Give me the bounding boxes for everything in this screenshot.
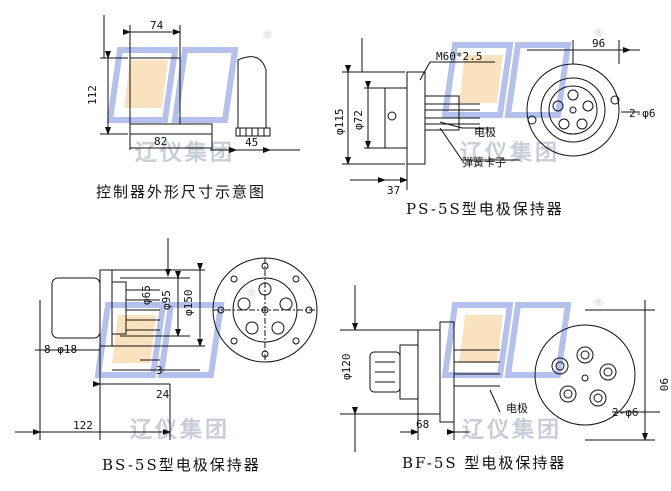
caption-bs5s: BS-5S型电极保持器 bbox=[102, 456, 261, 474]
watermark-logo-1: ® bbox=[106, 28, 273, 123]
dim-height: 112 bbox=[86, 85, 99, 105]
dim-d1: φ95 bbox=[160, 290, 173, 310]
dim-right-width: 45 bbox=[245, 136, 258, 149]
caption-bf5s: BF-5S 型电极保持器 bbox=[402, 454, 566, 472]
watermark-text: 辽仪集团 bbox=[135, 140, 235, 166]
dim-length: 68 bbox=[416, 418, 429, 431]
dim-dia: φ120 bbox=[340, 354, 353, 381]
dim-base-width: 82 bbox=[154, 135, 167, 148]
terminal-block bbox=[235, 127, 271, 137]
caption-controller: 控制器外形尺寸示意图 bbox=[96, 183, 266, 201]
bs-cable-cap bbox=[51, 277, 101, 339]
dim-dia-outer: φ115 bbox=[333, 109, 346, 136]
dim-flange: 96 bbox=[592, 37, 605, 50]
watermark-text: 辽仪集团 bbox=[460, 140, 560, 166]
caption-ps5s: PS-5S型电极保持器 bbox=[406, 200, 564, 218]
dim-width-top: 74 bbox=[150, 19, 164, 32]
dim-holes: 2-φ6 bbox=[629, 107, 656, 120]
callout-electrode: 电极 bbox=[474, 125, 496, 139]
bf-flange bbox=[439, 321, 455, 423]
controller-base bbox=[129, 123, 213, 135]
dim-depth: 37 bbox=[387, 184, 400, 197]
dim-flange: 90 bbox=[657, 378, 670, 391]
registered-mark: ® bbox=[262, 28, 273, 41]
bs-body bbox=[111, 281, 127, 335]
registered-mark: ® bbox=[593, 296, 604, 309]
watermark-logo-4: ® bbox=[441, 296, 604, 378]
dim-gap: 3 bbox=[156, 364, 163, 377]
panel-bf5s bbox=[340, 285, 660, 452]
watermark-logo-2: ® bbox=[441, 26, 604, 118]
dim-thread: M60*2.5 bbox=[436, 50, 482, 63]
dim-d3: φ65 bbox=[140, 285, 153, 305]
dim-thick: 24 bbox=[156, 388, 170, 401]
watermark-text: 辽仪集团 bbox=[130, 417, 230, 443]
panel-bs5s bbox=[15, 238, 318, 440]
controller-cap bbox=[237, 56, 267, 129]
dim-dia-inner: φ72 bbox=[352, 110, 365, 130]
ps-body bbox=[406, 71, 426, 165]
bf-body bbox=[417, 329, 441, 415]
ps-electrode-housing bbox=[424, 95, 460, 131]
bf-end-flange bbox=[534, 324, 636, 426]
dim-d2: φ150 bbox=[182, 290, 195, 317]
dim-holes: 8-φ18 bbox=[44, 343, 77, 356]
registered-mark: ® bbox=[593, 26, 604, 39]
dim-length: 122 bbox=[73, 419, 93, 432]
callout-spring-clip: 弹簧卡子 bbox=[462, 155, 506, 169]
dim-holes: 2-φ6 bbox=[612, 406, 639, 419]
callout-electrode: 电极 bbox=[506, 401, 528, 415]
panel-controller bbox=[100, 15, 300, 153]
watermark-logo-3: ® bbox=[94, 286, 257, 378]
watermark-text: 辽仪集团 bbox=[462, 417, 562, 443]
panel-ps5s bbox=[342, 38, 640, 190]
registered-mark: ® bbox=[246, 286, 257, 299]
